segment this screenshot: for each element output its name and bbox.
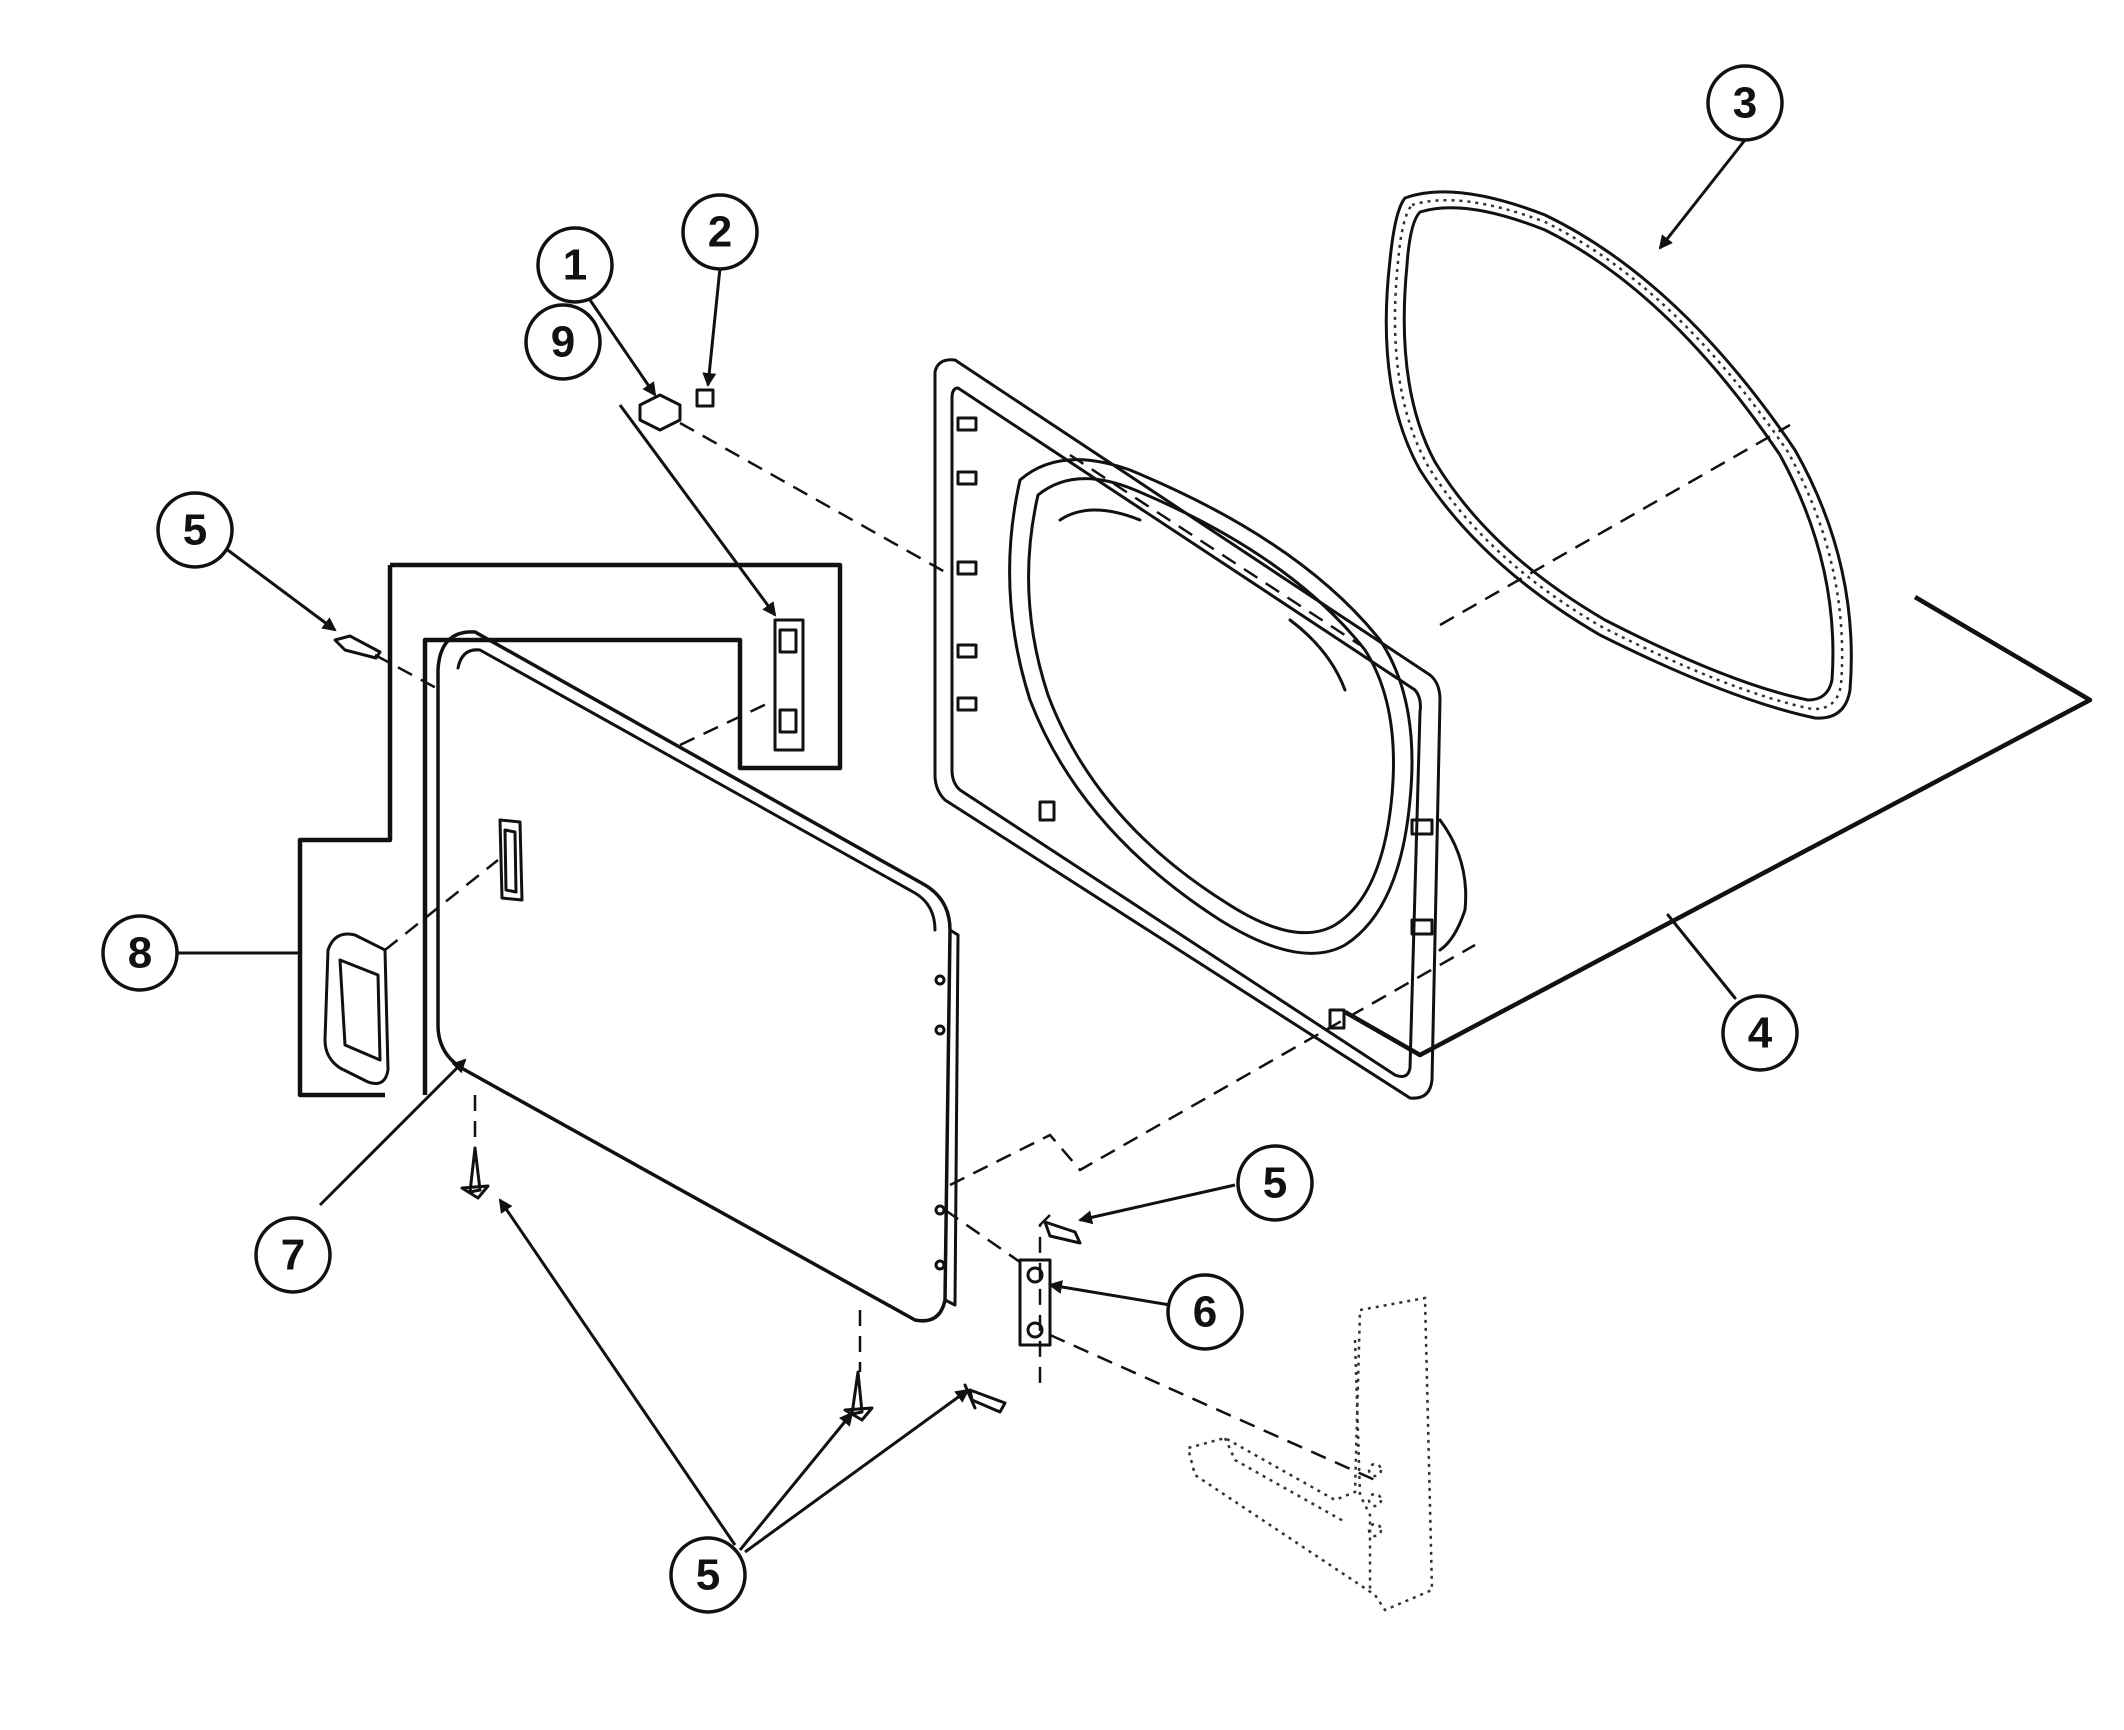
- svg-text:1: 1: [563, 241, 587, 290]
- bottom-screw-right-part: [963, 1383, 1007, 1414]
- hinge-part: [1018, 1258, 1052, 1347]
- callout-5-bottom: 5: [669, 1536, 747, 1614]
- svg-text:4: 4: [1748, 1009, 1773, 1058]
- callout-4: 4: [1721, 994, 1799, 1072]
- svg-text:3: 3: [1733, 79, 1757, 128]
- catch-clip-part: [695, 388, 715, 408]
- leader-arrows: [173, 139, 1747, 1554]
- callout-1: 1: [536, 226, 614, 304]
- bottom-screw-middle-part: [843, 1370, 874, 1422]
- hinge-screw-part: [1043, 1220, 1082, 1245]
- bottom-screw-left-part: [460, 1146, 490, 1200]
- door-panel-outer: [436, 630, 960, 1323]
- svg-text:8: 8: [128, 929, 152, 978]
- svg-text:6: 6: [1193, 1288, 1217, 1337]
- svg-text:5: 5: [1263, 1159, 1287, 1208]
- top-left-screw-part: [333, 634, 382, 660]
- cabinet-hinge-support: [1186, 1296, 1434, 1612]
- callout-5-top-left: 5: [156, 491, 234, 569]
- svg-text:5: 5: [696, 1551, 720, 1600]
- callout-2: 2: [681, 193, 759, 271]
- svg-text:9: 9: [551, 318, 575, 367]
- door-catch-part: [638, 393, 682, 432]
- svg-text:2: 2: [708, 208, 732, 257]
- assembly-bracket-line: [1343, 595, 2093, 1058]
- callout-8: 8: [101, 914, 179, 992]
- door-seal-ring: [1384, 190, 1853, 720]
- callout-5-hinge-screw: 5: [1236, 1144, 1314, 1222]
- callout-3: 3: [1706, 64, 1784, 142]
- callout-9: 9: [524, 303, 602, 381]
- svg-text:7: 7: [281, 1231, 305, 1280]
- assembly-dashed-lines: [374, 421, 1791, 1482]
- svg-text:5: 5: [183, 506, 207, 555]
- callout-7: 7: [254, 1216, 332, 1294]
- handle-box: [297, 565, 393, 1098]
- callout-6: 6: [1166, 1273, 1244, 1351]
- inner-door-frame: [933, 358, 1468, 1100]
- upper-bracket-box: [390, 562, 843, 1095]
